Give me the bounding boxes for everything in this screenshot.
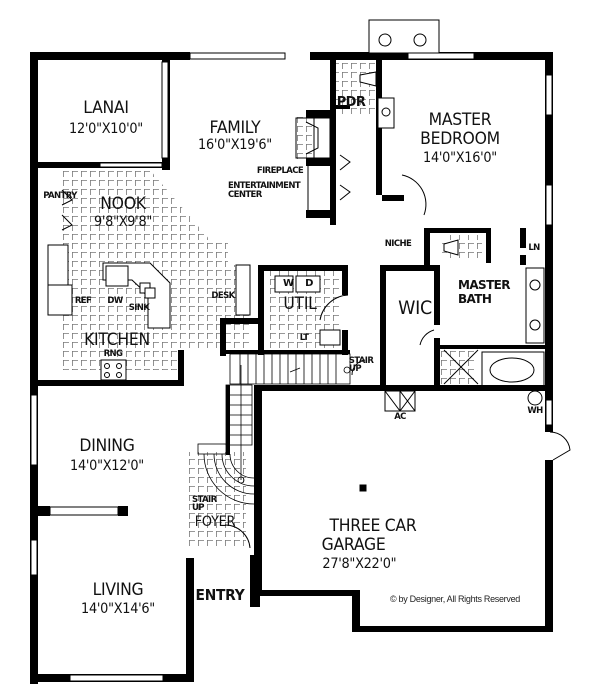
master-bath-label-2: BATH: [458, 292, 492, 306]
entertainment-label-2: CENTER: [228, 190, 262, 200]
foyer-stair-label-2: UP: [192, 503, 205, 513]
range-label: RNG: [103, 349, 123, 359]
garage-label: THREE CAR: [329, 516, 417, 536]
living-dims: 14'0"X14'6": [81, 601, 155, 617]
washer-label: W: [283, 278, 294, 289]
foyer-stair-label: STAIR: [192, 495, 217, 505]
util-fixtures: [274, 275, 341, 346]
mechanical: [359, 390, 543, 492]
doors: [61, 154, 571, 549]
dryer-label: D: [305, 278, 313, 289]
sink-label: SINK: [128, 303, 150, 313]
master-bath-label: MASTER: [458, 278, 511, 292]
kitchen-fixtures: [47, 244, 251, 381]
family-label: FAMILY: [209, 118, 261, 138]
kitchen-label: KITCHEN: [84, 330, 150, 350]
fireplace: [295, 117, 331, 210]
chimney: [368, 19, 440, 54]
water-heater-label: WH: [527, 406, 543, 416]
master-bath-fixtures: [443, 239, 545, 389]
garage-label-2: GARAGE: [321, 535, 386, 555]
wic-label: WIC: [398, 297, 432, 319]
dw-label: DW: [107, 296, 123, 306]
family-dims: 16'0"X19'6": [198, 137, 272, 153]
stairs: [197, 353, 351, 505]
master-bedroom-label: MASTER: [428, 110, 492, 130]
lanai-dims: 12'0"X10'0": [69, 121, 143, 137]
pdr-fixtures: [359, 71, 395, 129]
linen-label: LN: [528, 243, 540, 253]
entry-label: ENTRY: [195, 586, 245, 604]
fireplace-label: FIREPLACE: [256, 166, 304, 176]
nook-label: NOOK: [100, 194, 146, 214]
garage-dims: 27'8"X22'0": [322, 556, 397, 572]
master-bedroom-label-2: BEDROOM: [420, 129, 500, 149]
foyer-label: FOYER: [194, 514, 236, 530]
stair-up-label-2: UP: [349, 364, 362, 374]
laundry-tub-label: LT: [299, 333, 309, 343]
dining-dims: 14'0"X12'0": [70, 458, 144, 474]
living-label: LIVING: [92, 580, 144, 600]
copyright-notice: © by Designer, All Rights Reserved: [390, 594, 520, 604]
pdr-label: PDR: [336, 95, 366, 110]
entertainment-label: ENTERTAINMENT: [228, 181, 301, 191]
lanai-label: LANAI: [83, 98, 129, 118]
pantry-label: PANTRY: [43, 191, 77, 201]
ac-label: AC: [394, 412, 406, 422]
windows: [30, 52, 553, 682]
niche-label: NICHE: [384, 239, 412, 249]
stair-up-label: STAIR: [348, 356, 374, 366]
util-label: UTIL: [283, 294, 317, 314]
master-bedroom-dims: 14'0"X16'0": [423, 150, 497, 166]
nook-dims: 9'8"X9'8": [93, 214, 153, 230]
desk-label: DESK: [211, 291, 235, 301]
dining-label: DINING: [79, 436, 135, 456]
ref-label: REF: [74, 296, 92, 306]
